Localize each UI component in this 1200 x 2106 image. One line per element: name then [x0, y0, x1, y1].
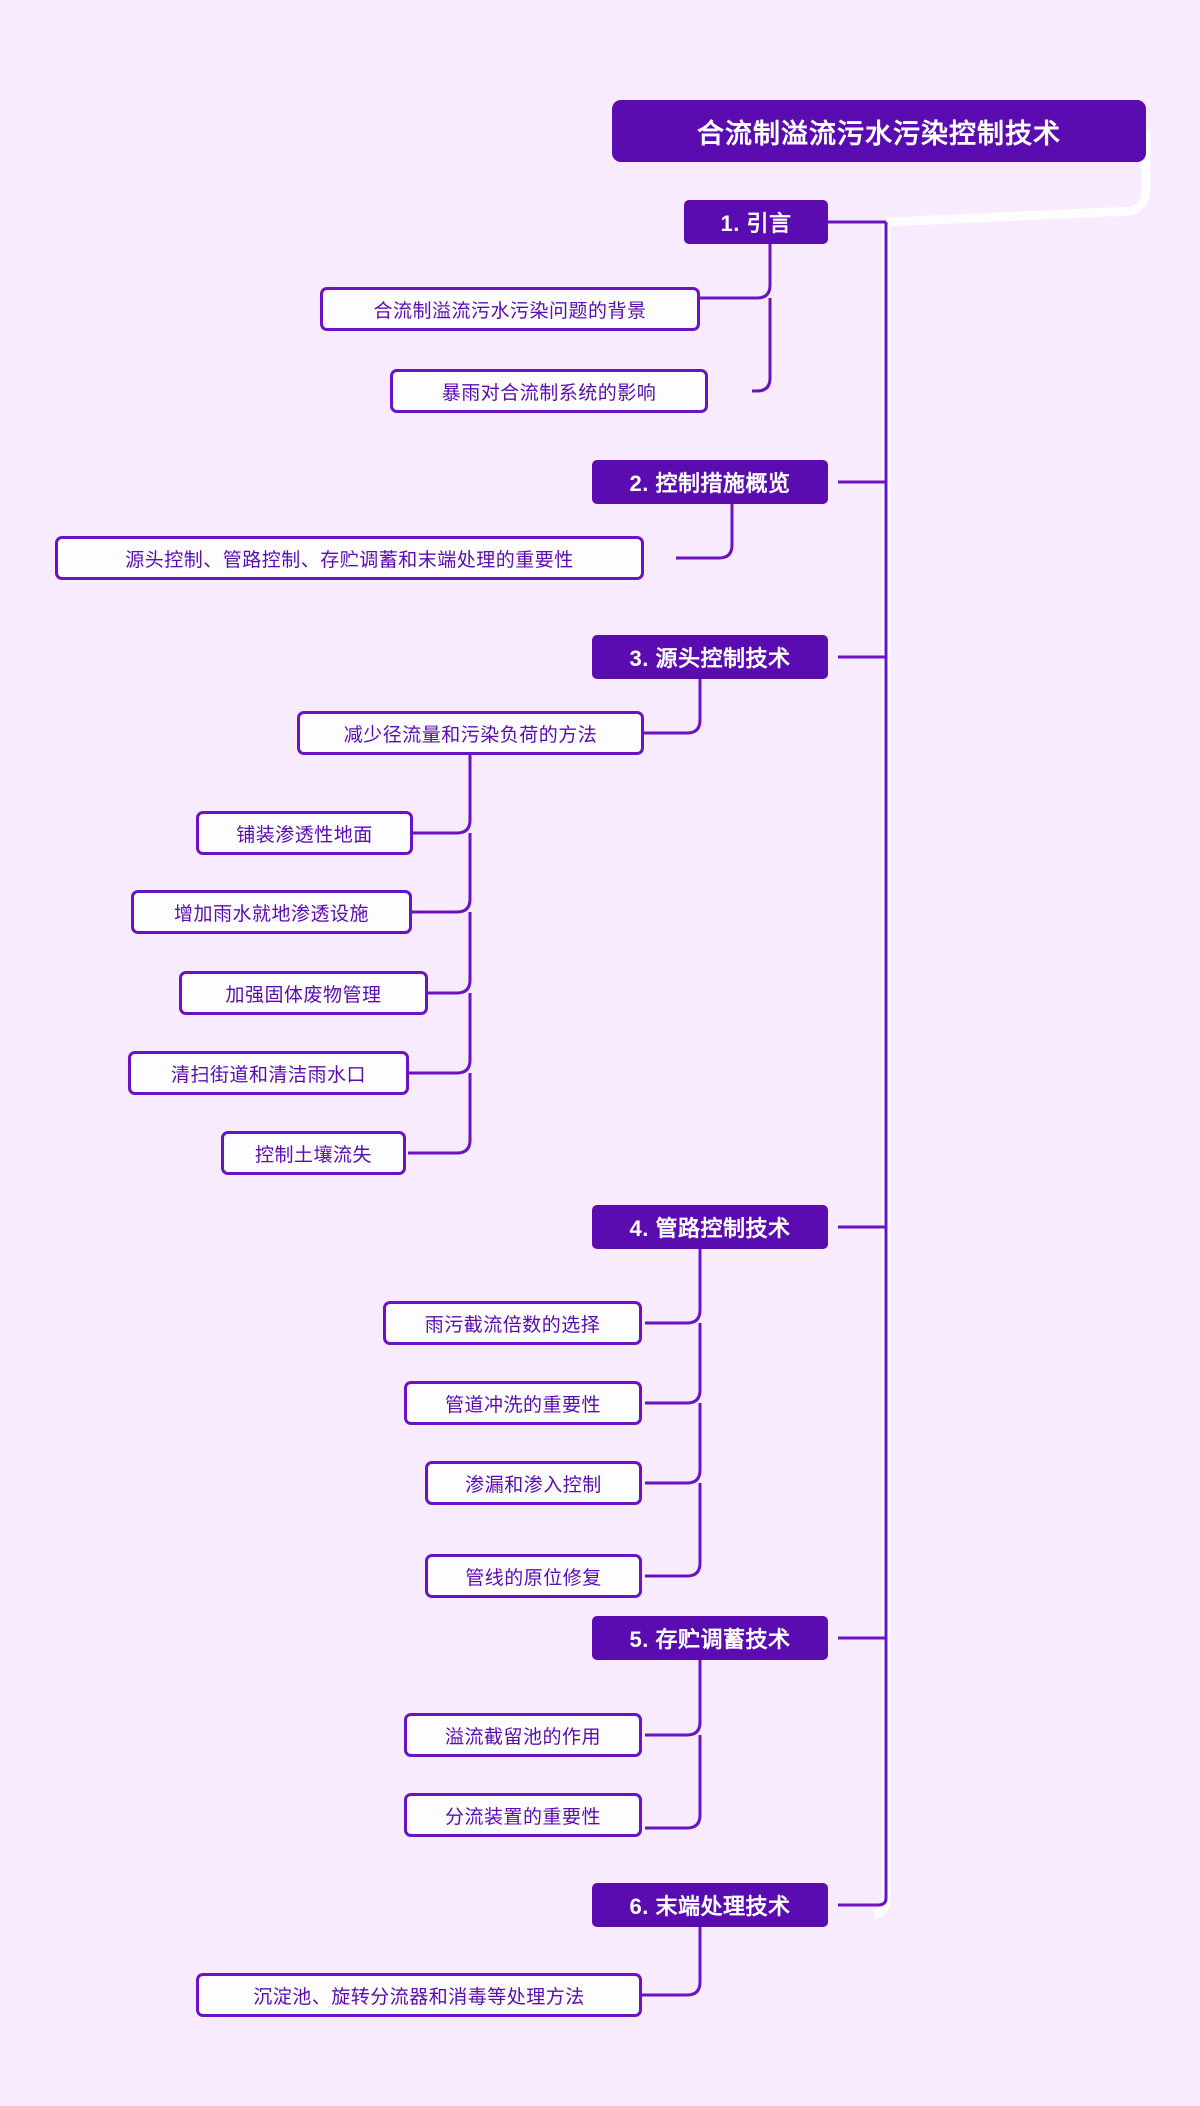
node-s3-child-1[interactable]: 减少径流量和污染负荷的方法 [297, 711, 644, 755]
node-s3-sub-2-label: 增加雨水就地渗透设施 [173, 903, 369, 925]
node-s4-child-3-label: 渗漏和渗入控制 [465, 1474, 602, 1496]
node-s4-child-1-label: 雨污截流倍数的选择 [424, 1314, 601, 1336]
node-section-1-label: 1. 引言 [720, 211, 792, 236]
node-section-4-label: 4. 管路控制技术 [629, 1216, 791, 1241]
node-s3-sub-5-label: 控制土壤流失 [254, 1144, 372, 1166]
node-s5-child-2[interactable]: 分流装置的重要性 [404, 1793, 642, 1837]
node-section-5-label: 5. 存贮调蓄技术 [629, 1627, 791, 1652]
node-section-2-label: 2. 控制措施概览 [629, 471, 791, 496]
node-section-1[interactable]: 1. 引言 [684, 200, 828, 244]
node-s3-sub-1-label: 铺装渗透性地面 [236, 824, 373, 846]
node-s4-child-4-label: 管线的原位修复 [465, 1567, 602, 1589]
node-s2-child-1[interactable]: 源头控制、管路控制、存贮调蓄和末端处理的重要性 [55, 536, 644, 580]
node-s6-child-1[interactable]: 沉淀池、旋转分流器和消毒等处理方法 [196, 1973, 642, 2017]
node-s3-sub-5[interactable]: 控制土壤流失 [221, 1131, 406, 1175]
node-s3-sub-4-label: 清扫街道和清洁雨水口 [170, 1064, 366, 1086]
node-s1-child-1[interactable]: 合流制溢流污水污染问题的背景 [320, 287, 700, 331]
node-s5-child-1-label: 溢流截留池的作用 [444, 1726, 601, 1748]
node-s3-sub-4[interactable]: 清扫街道和清洁雨水口 [128, 1051, 409, 1095]
node-s4-child-3[interactable]: 渗漏和渗入控制 [425, 1461, 642, 1505]
node-s1-child-2[interactable]: 暴雨对合流制系统的影响 [390, 369, 708, 413]
node-s3-child-1-label: 减少径流量和污染负荷的方法 [343, 724, 598, 746]
node-root-label: 合流制溢流污水污染控制技术 [697, 118, 1061, 149]
node-section-4[interactable]: 4. 管路控制技术 [592, 1205, 828, 1249]
node-s1-child-2-label: 暴雨对合流制系统的影响 [441, 382, 657, 404]
node-s4-child-2[interactable]: 管道冲洗的重要性 [404, 1381, 642, 1425]
node-s4-child-2-label: 管道冲洗的重要性 [444, 1394, 601, 1416]
node-s3-sub-3[interactable]: 加强固体废物管理 [179, 971, 428, 1015]
node-s3-sub-3-label: 加强固体废物管理 [225, 984, 382, 1006]
node-section-6-label: 6. 末端处理技术 [629, 1894, 791, 1919]
node-section-6[interactable]: 6. 末端处理技术 [592, 1883, 828, 1927]
node-s3-sub-1[interactable]: 铺装渗透性地面 [196, 811, 413, 855]
node-s3-sub-2[interactable]: 增加雨水就地渗透设施 [131, 890, 412, 934]
node-s2-child-1-label: 源头控制、管路控制、存贮调蓄和末端处理的重要性 [125, 549, 574, 571]
node-s5-child-1[interactable]: 溢流截留池的作用 [404, 1713, 642, 1757]
node-s5-child-2-label: 分流装置的重要性 [444, 1806, 601, 1828]
node-section-3[interactable]: 3. 源头控制技术 [592, 635, 828, 679]
node-section-2[interactable]: 2. 控制措施概览 [592, 460, 828, 504]
node-section-5[interactable]: 5. 存贮调蓄技术 [592, 1616, 828, 1660]
node-s4-child-4[interactable]: 管线的原位修复 [425, 1554, 642, 1598]
node-root[interactable]: 合流制溢流污水污染控制技术 [612, 100, 1146, 162]
node-s4-child-1[interactable]: 雨污截流倍数的选择 [383, 1301, 642, 1345]
node-section-3-label: 3. 源头控制技术 [629, 646, 791, 671]
node-s1-child-1-label: 合流制溢流污水污染问题的背景 [373, 300, 647, 322]
node-s6-child-1-label: 沉淀池、旋转分流器和消毒等处理方法 [253, 1986, 585, 2008]
